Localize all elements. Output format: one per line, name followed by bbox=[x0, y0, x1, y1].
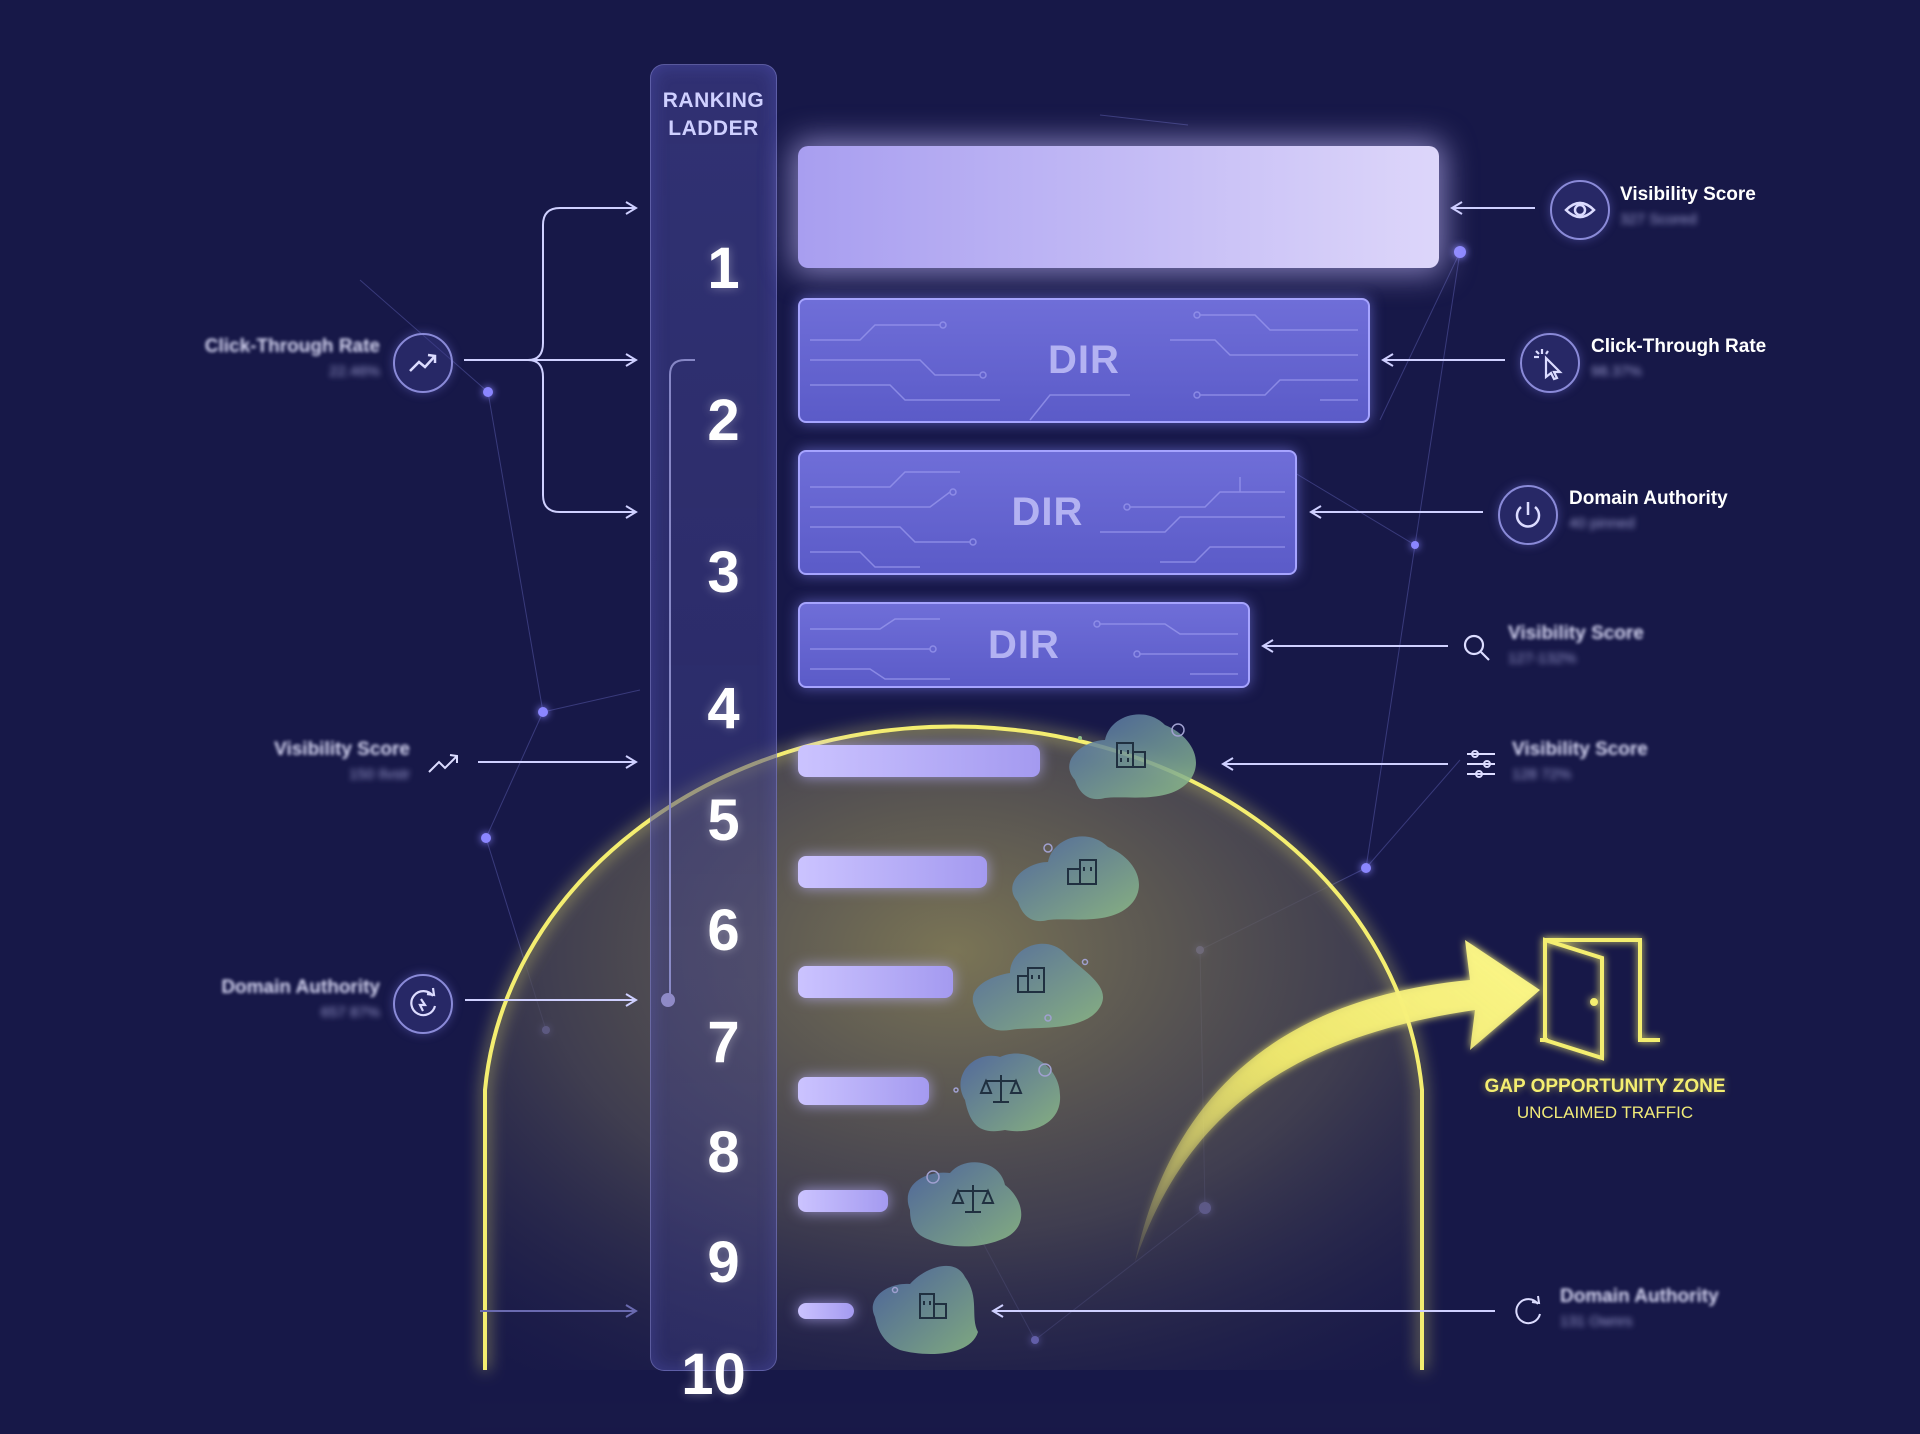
metric-label: Domain Authority bbox=[1569, 488, 1728, 509]
rank-bar-2: DIR bbox=[798, 298, 1370, 423]
building-icon bbox=[1067, 859, 1097, 885]
circuit-pattern bbox=[810, 618, 1238, 680]
rank-3: 3 bbox=[707, 540, 740, 605]
competitor-blobs bbox=[872, 714, 1196, 1355]
ladder-title-line2: LADDER bbox=[668, 117, 759, 140]
rank-6: 6 bbox=[707, 898, 740, 963]
building-icon bbox=[1017, 967, 1045, 993]
building-icon bbox=[919, 1293, 947, 1319]
metric-label: Domain Authority bbox=[1560, 1286, 1719, 1307]
trend-line-icon bbox=[425, 742, 465, 782]
building-blob bbox=[972, 943, 1104, 1031]
metric-label: Visibility Score bbox=[1512, 739, 1648, 760]
rank-bar-7 bbox=[798, 966, 953, 998]
rank-bar-9 bbox=[798, 1190, 888, 1212]
metric-label: Domain Authority bbox=[221, 977, 380, 998]
power-icon bbox=[1498, 485, 1558, 545]
metric-label: Click-Through Rate bbox=[204, 336, 380, 357]
eye-icon bbox=[1550, 180, 1610, 240]
right-connectors bbox=[991, 201, 1535, 1318]
building-blob bbox=[1012, 836, 1139, 922]
rank-1: 1 bbox=[707, 236, 740, 301]
scale-blob bbox=[953, 1053, 1061, 1132]
ladder-title-line1: RANKING bbox=[662, 89, 765, 112]
rank-bar-8 bbox=[798, 1077, 929, 1105]
metric-value: 98.37% bbox=[1591, 363, 1642, 380]
rank-10: 10 bbox=[681, 1342, 746, 1407]
circuit-pattern bbox=[810, 471, 1285, 568]
scale-icon bbox=[951, 1185, 995, 1213]
metric-label: Click-Through Rate bbox=[1591, 336, 1767, 357]
rank-8: 8 bbox=[707, 1120, 740, 1185]
gap-zone-subtitle: UNCLAIMED TRAFFIC bbox=[1516, 1103, 1694, 1122]
ranking-ladder: RANKING LADDER 1 2 3 4 5 6 7 8 9 10 bbox=[650, 64, 777, 1407]
metric-value: 40 pinned bbox=[1569, 515, 1635, 532]
building-icon bbox=[1116, 742, 1146, 768]
cursor-click-icon bbox=[1520, 333, 1580, 393]
scale-icon bbox=[979, 1075, 1023, 1103]
metric-value: 657 87% bbox=[320, 1004, 380, 1021]
metric-value: 131 Ownrs bbox=[1560, 1313, 1633, 1330]
rank-bar-5 bbox=[798, 745, 1040, 777]
faint-arrow-10 bbox=[480, 1304, 638, 1318]
metric-label: Visibility Score bbox=[274, 739, 410, 760]
metric-value: 327 Scored bbox=[1620, 211, 1697, 228]
rank-9: 9 bbox=[707, 1230, 740, 1295]
metric-value: 128 72% bbox=[1512, 766, 1572, 783]
metric-label: Visibility Score bbox=[1620, 184, 1756, 205]
refresh-icon bbox=[1508, 1292, 1548, 1332]
building-blob bbox=[1069, 714, 1196, 800]
trend-up-icon bbox=[393, 333, 453, 393]
opportunity-arrow bbox=[1135, 940, 1540, 1262]
dir-label: DIR bbox=[1011, 490, 1084, 534]
dir-label: DIR bbox=[1048, 338, 1120, 382]
ladder-title: RANKING LADDER bbox=[651, 87, 776, 143]
building-blob bbox=[872, 1265, 978, 1355]
search-icon bbox=[1457, 628, 1497, 668]
metric-value: 22.46% bbox=[329, 363, 380, 380]
metric-value: 150 Ilvstr bbox=[349, 766, 410, 783]
rank-bar-6 bbox=[798, 856, 987, 888]
rank-2: 2 bbox=[707, 388, 740, 453]
circuit-pattern bbox=[810, 311, 1358, 421]
scale-blob bbox=[907, 1162, 1022, 1247]
rank-bar-10 bbox=[798, 1303, 854, 1319]
rank-7: 7 bbox=[707, 1010, 740, 1075]
rank-5: 5 bbox=[707, 788, 740, 853]
rank-bar-4: DIR bbox=[798, 602, 1250, 688]
open-door-icon bbox=[1540, 937, 1660, 1061]
sliders-icon bbox=[1462, 744, 1502, 784]
refresh-icon bbox=[393, 974, 453, 1034]
rank-bar-1 bbox=[798, 146, 1439, 268]
metric-value: 127-132% bbox=[1508, 650, 1577, 667]
dir-label: DIR bbox=[988, 622, 1060, 667]
rank-bar-3: DIR bbox=[798, 450, 1297, 575]
metric-label: Visibility Score bbox=[1508, 623, 1644, 644]
rank-4: 4 bbox=[707, 676, 740, 741]
gap-zone-title: GAP OPPORTUNITY ZONE bbox=[1484, 1076, 1726, 1097]
